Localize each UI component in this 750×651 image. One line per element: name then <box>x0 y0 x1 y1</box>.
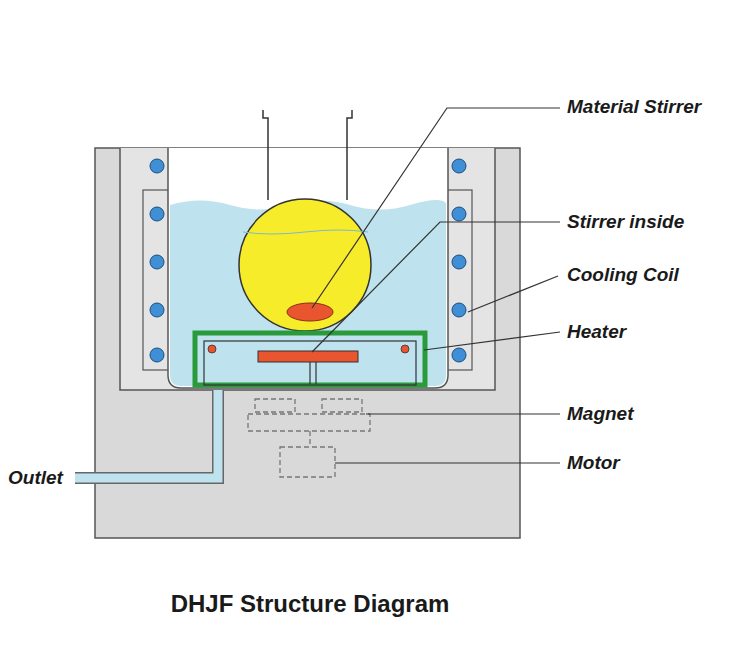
stirrer-inside <box>258 351 358 362</box>
caption: DHJF Structure Diagram <box>171 590 450 618</box>
heater-frame-inner <box>204 341 416 385</box>
stirrer-shaft <box>310 362 316 384</box>
flask-fill-line <box>243 230 368 234</box>
part-label: Motor <box>567 452 620 474</box>
flask-neck <box>263 110 268 200</box>
flask <box>239 199 371 331</box>
part-label: Stirrer inside <box>567 211 684 233</box>
coil-frame <box>143 190 171 370</box>
heater-element <box>208 345 216 353</box>
well <box>120 148 495 390</box>
leader-line <box>312 108 560 463</box>
part-label: Material Stirrer <box>567 96 701 118</box>
material-stirrer <box>287 303 333 321</box>
part-label: Magnet <box>567 403 634 425</box>
part-label: Outlet <box>8 467 63 489</box>
flask-neck <box>347 110 352 200</box>
bath-liquid <box>170 200 446 386</box>
heater-frame <box>195 333 425 385</box>
bath-vessel <box>168 148 448 388</box>
part-label: Cooling Coil <box>567 264 679 286</box>
outlet-pipe <box>75 390 218 478</box>
part-label: Heater <box>567 321 626 343</box>
magnet-motor <box>248 399 370 477</box>
heater-element <box>401 345 409 353</box>
outlet-pipe <box>75 390 218 478</box>
